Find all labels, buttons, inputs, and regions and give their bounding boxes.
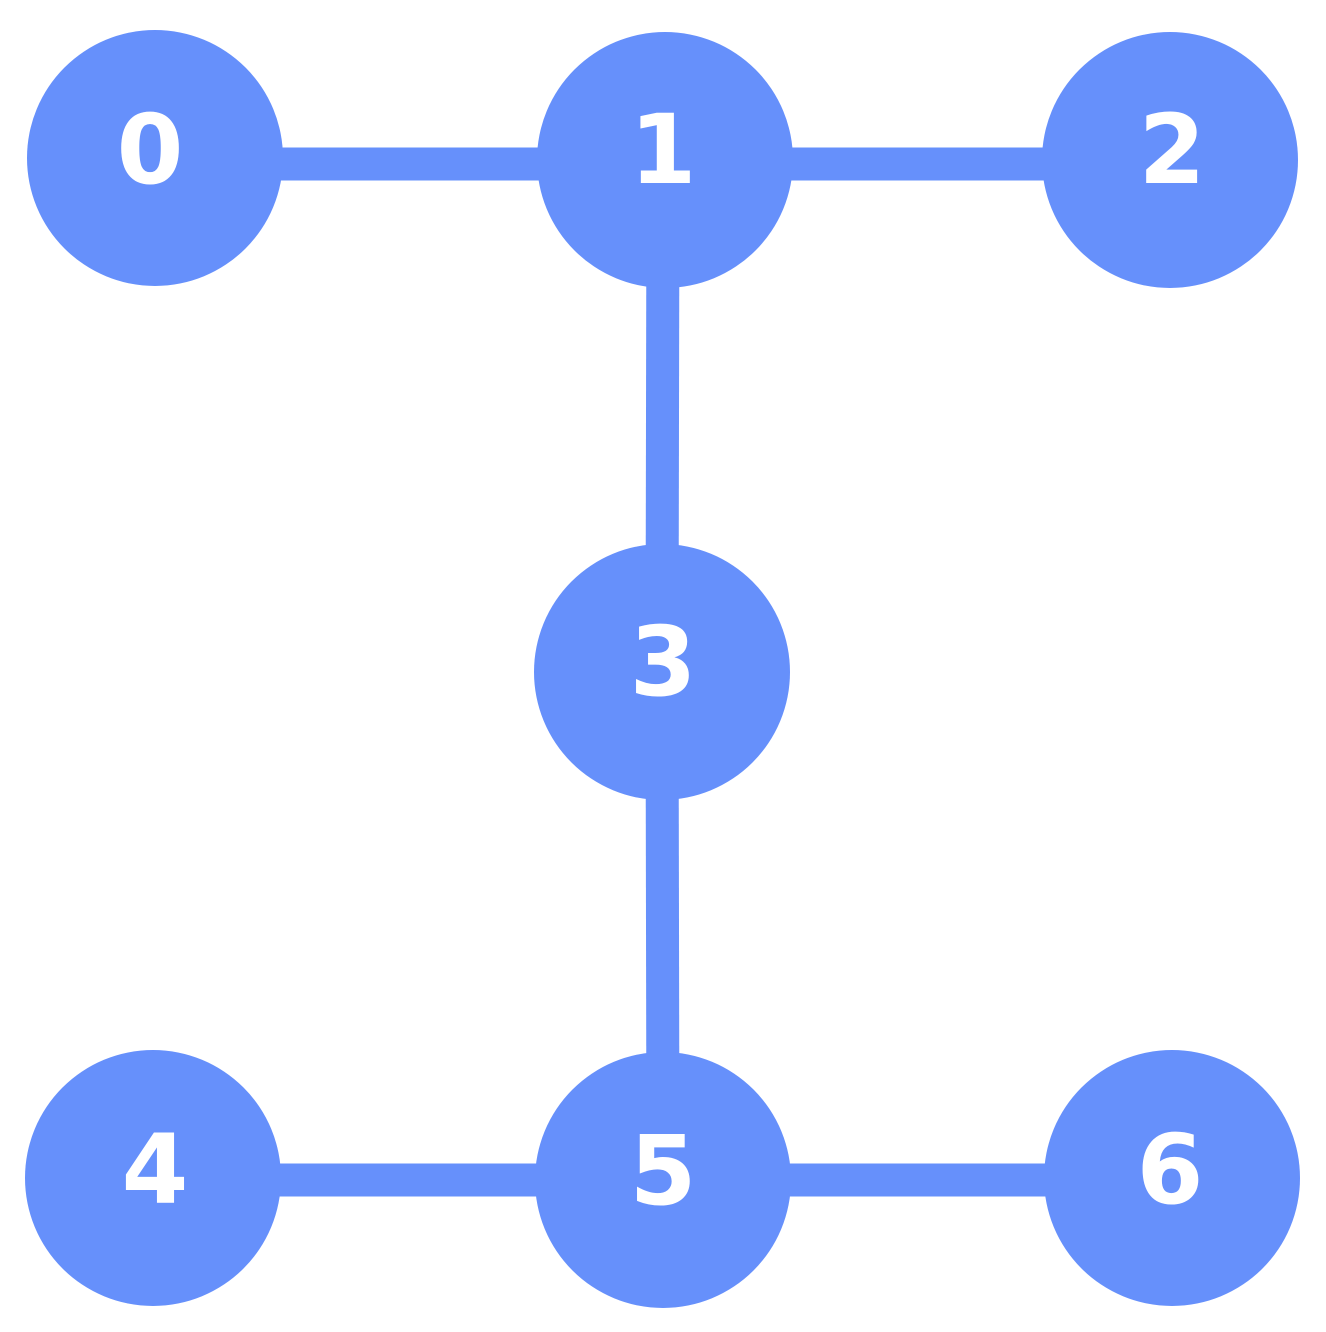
graph-node-6[interactable] [1044, 1050, 1300, 1306]
graph-node-4[interactable] [25, 1050, 281, 1306]
graph-node-3[interactable] [534, 544, 790, 800]
graph-node-5[interactable] [535, 1052, 791, 1308]
graph-node-0[interactable] [27, 30, 283, 286]
graph-node-2[interactable] [1042, 32, 1298, 288]
graph-node-1[interactable] [537, 32, 793, 288]
node-layer [25, 30, 1300, 1308]
